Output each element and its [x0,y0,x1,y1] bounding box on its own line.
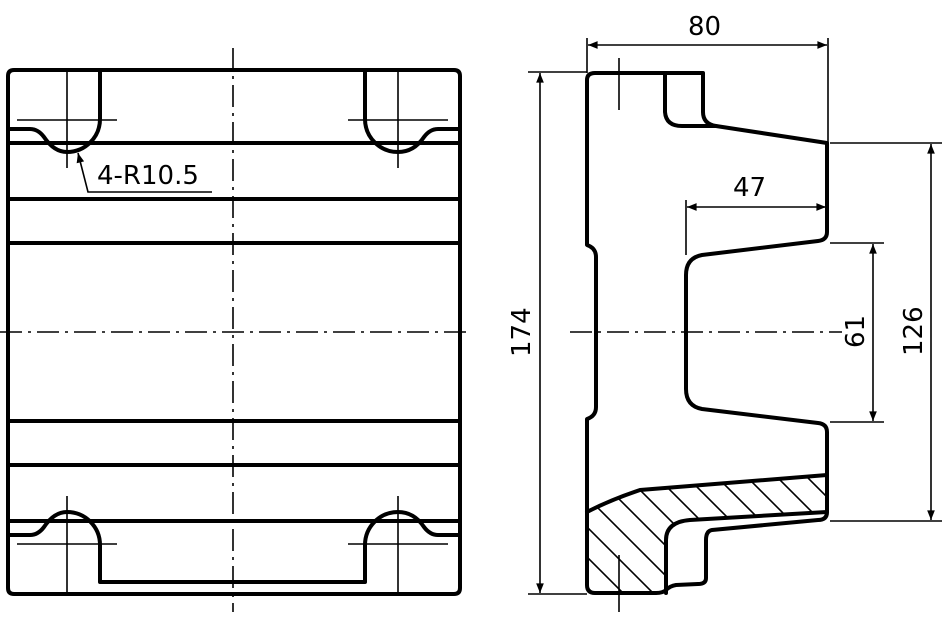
section-view: 80 174 47 61 126 [507,12,942,612]
dimension-61-label: 61 [841,315,871,348]
dimension-47-label: 47 [733,173,766,203]
recess-top-left [6,68,102,154]
radius-label: 4-R10.5 [97,161,199,191]
section-outline [585,71,829,595]
section-hatching [589,475,827,593]
dimension-80-label: 80 [688,12,721,42]
section-top-boundary [585,473,829,514]
front-view-outline [6,68,462,596]
dimension-126-label: 126 [899,306,929,356]
dimension-174-label: 174 [507,307,537,357]
front-view: 4-R10.5 [0,48,470,612]
recess-top-right [363,68,462,154]
hole-centerlines [17,70,448,594]
radius-leader [76,152,212,193]
inner-step [664,510,829,595]
groove [663,71,718,128]
